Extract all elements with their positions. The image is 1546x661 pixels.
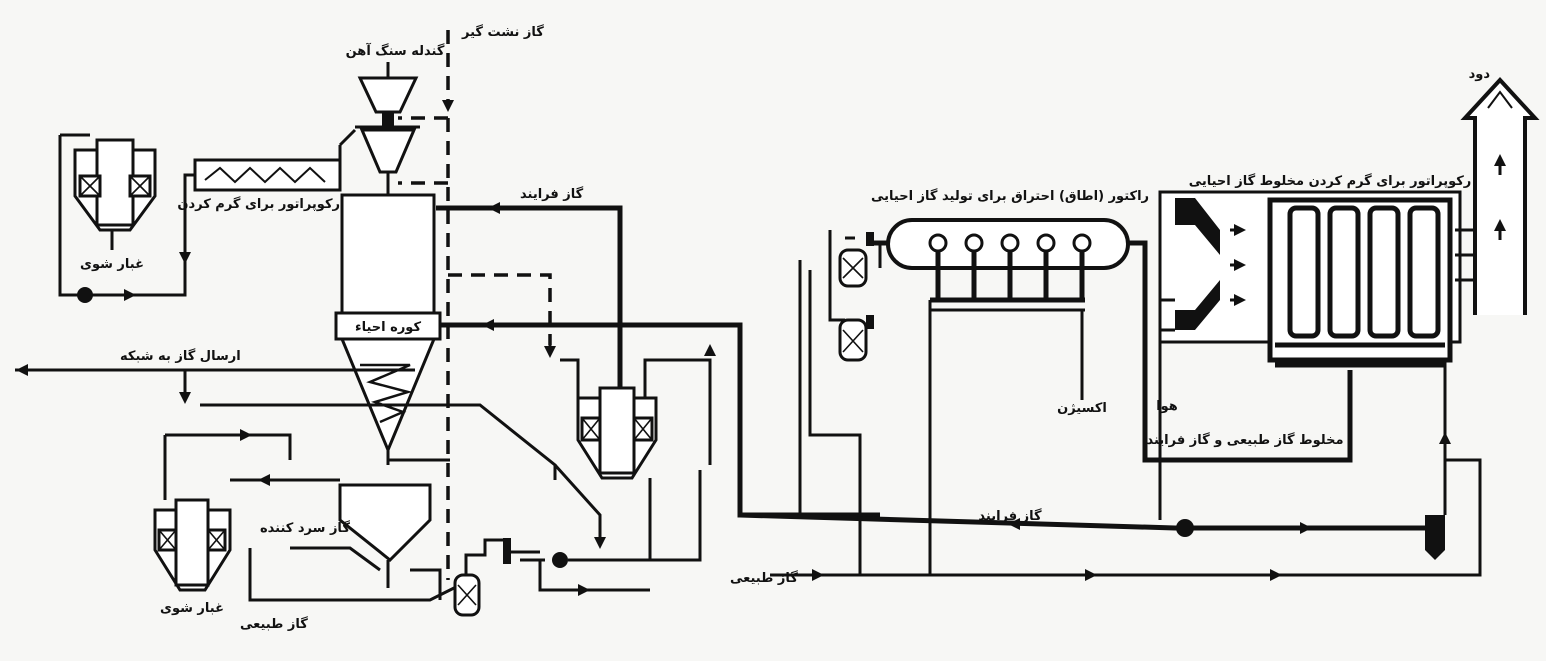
label-smoke: دود: [1469, 67, 1491, 82]
label-dust-scrubber-bottom: غبار شوی: [160, 601, 224, 616]
scrubber-loop-pipe: [58, 135, 195, 297]
label-sealing-gas: گاز نشت گیر: [461, 24, 544, 40]
dust-scrubber-middle: [576, 386, 658, 480]
label-process-gas-top: گاز فرایند: [520, 186, 584, 202]
return-gas-pipe: [440, 322, 880, 518]
label-recuperator-reducing: رکوپراتور برای گرم کردن مخلوط گاز احیایی: [1189, 173, 1472, 189]
reactor-valves: [828, 230, 874, 362]
label-dust-scrubber-top: غبار شوی: [80, 257, 144, 272]
reduction-furnace: [334, 193, 442, 465]
label-natural-gas-bottom: گاز طبیعی: [240, 616, 308, 632]
label-reactor-combustion: راکتور (اطاق) احتراق برای تولید گاز احیا…: [871, 188, 1149, 204]
label-reduction-furnace: کوره احیاء: [355, 320, 421, 335]
cooling-hopper: [338, 483, 432, 588]
pellet-hopper: [355, 62, 420, 195]
process-gas-middle-pipe: [739, 512, 1425, 531]
sealing-gas-line: [398, 30, 454, 580]
process-gas-top-pipe: [436, 205, 623, 395]
label-natural-gas-middle: گاز طبیعی: [730, 570, 798, 586]
label-oxygen: اکسیژن: [1057, 401, 1107, 416]
recuperator-reducing: [1158, 190, 1462, 368]
label-recuperator-heating: رکوپراتور برای گرم کردن: [177, 196, 340, 212]
label-process-gas-middle: گاز فرایند: [978, 508, 1042, 524]
smoke-stack: [1460, 77, 1540, 315]
label-send-gas-network: ارسال گاز به شبکه: [120, 348, 241, 364]
dust-scrubber-top: [73, 138, 157, 250]
dust-scrubber-bottom: [153, 498, 232, 592]
bottom-heater: [453, 573, 481, 617]
label-pellets: گندله سنگ آهن: [346, 42, 445, 59]
label-mixture-gas: مخلوط گاز طبیعی و گاز فرایند: [1146, 432, 1343, 448]
label-air: هوا: [1156, 399, 1178, 414]
label-cooling-gas: گاز سرد کننده: [260, 520, 350, 536]
recuperator-heating: [193, 158, 342, 192]
